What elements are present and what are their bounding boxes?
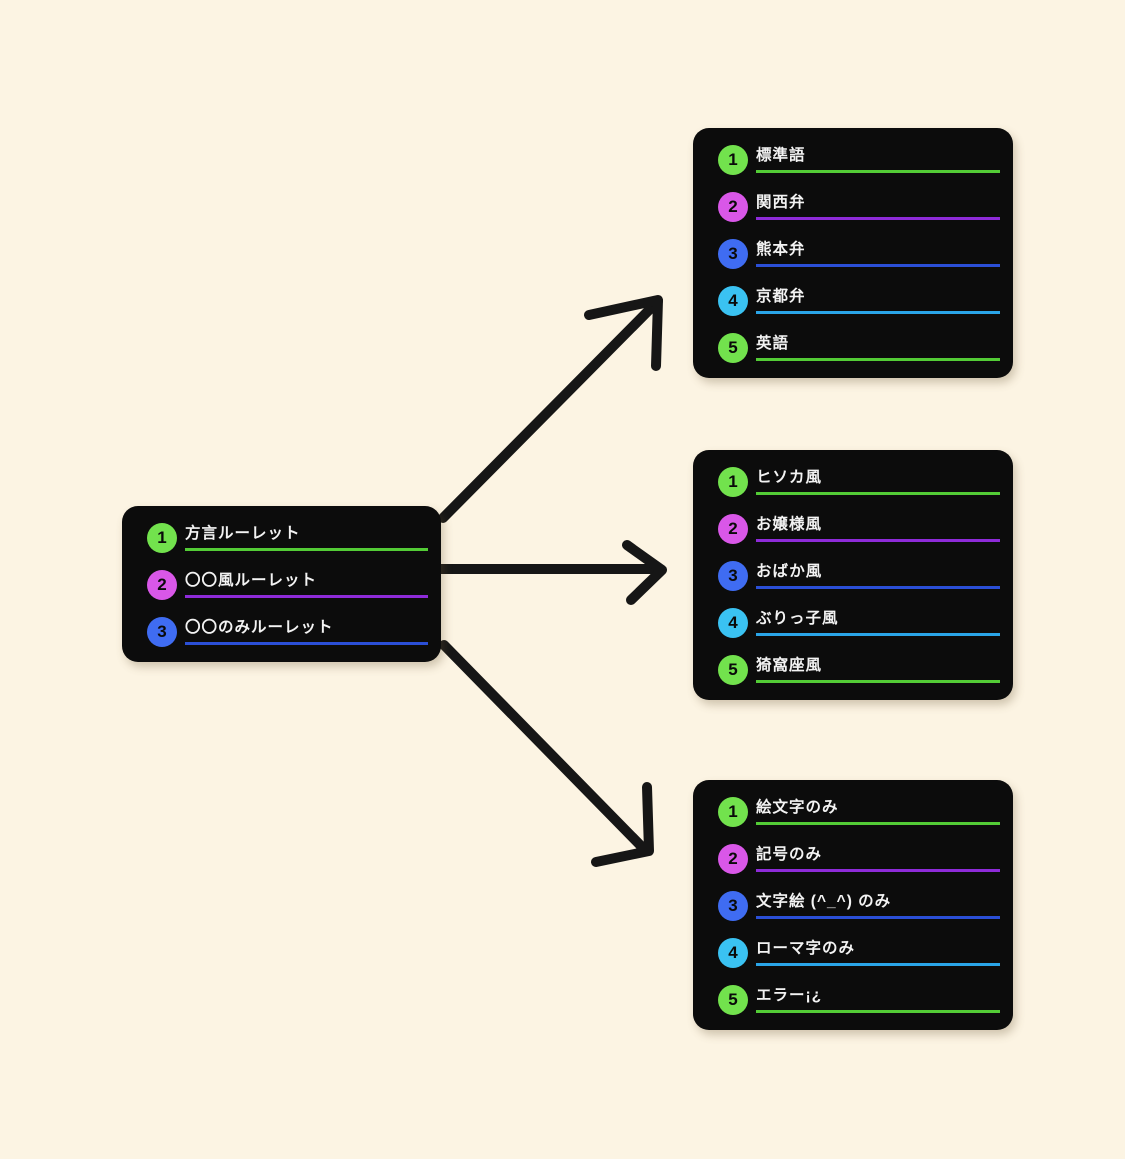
item-underline: 記号のみ xyxy=(756,845,1000,872)
node-roulette-menu[interactable]: 1 方言ルーレット 2 〇〇風ルーレット 3 〇〇のみルーレット xyxy=(122,506,441,662)
item-underline: エラー¡¿ xyxy=(756,986,1000,1013)
number-badge: 5 xyxy=(718,332,748,363)
list-item: 5 エラー¡¿ xyxy=(718,976,1000,1023)
item-label: 英語 xyxy=(756,335,790,352)
item-label: 熊本弁 xyxy=(756,241,806,258)
number-badge: 4 xyxy=(718,285,748,316)
item-underline: 文字絵 (^_^) のみ xyxy=(756,892,1000,919)
number-badge: 3 xyxy=(718,890,748,921)
item-label: ぶりっ子風 xyxy=(756,610,839,627)
number-badge: 2 xyxy=(718,843,748,874)
number-badge: 3 xyxy=(147,616,177,647)
item-underline: 京都弁 xyxy=(756,287,1000,314)
item-underline: 猗窩座風 xyxy=(756,656,1000,683)
item-underline: 〇〇のみルーレット xyxy=(185,618,428,645)
number-badge: 4 xyxy=(718,937,748,968)
list-item: 1 ヒソカ風 xyxy=(718,458,1000,505)
item-label: 猗窩座風 xyxy=(756,657,823,674)
item-label: おばか風 xyxy=(756,563,823,580)
item-label: 関西弁 xyxy=(756,194,806,211)
item-label: エラー¡¿ xyxy=(756,987,823,1004)
number-badge: 2 xyxy=(718,513,748,544)
item-underline: 関西弁 xyxy=(756,193,1000,220)
node-dialect-options[interactable]: 1 標準語 2 関西弁 3 熊本弁 4 京都弁 5 英語 xyxy=(693,128,1013,378)
number-badge: 4 xyxy=(718,607,748,638)
item-label: 〇〇風ルーレット xyxy=(185,572,318,589)
arrow-to-only[interactable] xyxy=(439,640,654,867)
list-item: 5 猗窩座風 xyxy=(718,646,1000,693)
item-underline: 熊本弁 xyxy=(756,240,1000,267)
number-badge: 1 xyxy=(147,522,177,553)
item-underline: おばか風 xyxy=(756,562,1000,589)
list-item: 1 絵文字のみ xyxy=(718,788,1000,835)
list-item: 2 お嬢様風 xyxy=(718,505,1000,552)
list-item: 2 記号のみ xyxy=(718,835,1000,882)
list-item: 3 文字絵 (^_^) のみ xyxy=(718,882,1000,929)
node-only-options[interactable]: 1 絵文字のみ 2 記号のみ 3 文字絵 (^_^) のみ 4 ローマ字のみ 5… xyxy=(693,780,1013,1030)
item-underline: ローマ字のみ xyxy=(756,939,1000,966)
list-item: 3 〇〇のみルーレット xyxy=(147,608,428,655)
item-underline: ヒソカ風 xyxy=(756,468,1000,495)
arrow-to-styles[interactable] xyxy=(436,540,667,605)
item-underline: 英語 xyxy=(756,334,1000,361)
item-label: 標準語 xyxy=(756,147,806,164)
number-badge: 1 xyxy=(718,144,748,175)
list-item: 4 ぶりっ子風 xyxy=(718,599,1000,646)
number-badge: 5 xyxy=(718,984,748,1015)
item-label: 文字絵 (^_^) のみ xyxy=(756,893,892,910)
item-underline: お嬢様風 xyxy=(756,515,1000,542)
list-item: 1 方言ルーレット xyxy=(147,514,428,561)
node-style-options[interactable]: 1 ヒソカ風 2 お嬢様風 3 おばか風 4 ぶりっ子風 5 猗窩座風 xyxy=(693,450,1013,700)
number-badge: 1 xyxy=(718,796,748,827)
item-label: ローマ字のみ xyxy=(756,940,856,957)
item-underline: ぶりっ子風 xyxy=(756,609,1000,636)
number-badge: 3 xyxy=(718,560,748,591)
arrow-to-dialects[interactable] xyxy=(438,295,663,523)
list-item: 5 英語 xyxy=(718,324,1000,371)
item-label: 〇〇のみルーレット xyxy=(185,619,334,636)
list-item: 3 おばか風 xyxy=(718,552,1000,599)
list-item: 2 〇〇風ルーレット xyxy=(147,561,428,608)
item-underline: 〇〇風ルーレット xyxy=(185,571,428,598)
item-label: 方言ルーレット xyxy=(185,525,301,542)
item-label: 京都弁 xyxy=(756,288,806,305)
item-label: ヒソカ風 xyxy=(756,469,823,486)
item-underline: 絵文字のみ xyxy=(756,798,1000,825)
list-item: 2 関西弁 xyxy=(718,183,1000,230)
list-item: 1 標準語 xyxy=(718,136,1000,183)
item-label: 記号のみ xyxy=(756,846,823,863)
list-item: 4 京都弁 xyxy=(718,277,1000,324)
number-badge: 3 xyxy=(718,238,748,269)
list-item: 4 ローマ字のみ xyxy=(718,929,1000,976)
number-badge: 2 xyxy=(147,569,177,600)
item-label: 絵文字のみ xyxy=(756,799,839,816)
item-underline: 標準語 xyxy=(756,146,1000,173)
number-badge: 1 xyxy=(718,466,748,497)
number-badge: 5 xyxy=(718,654,748,685)
number-badge: 2 xyxy=(718,191,748,222)
item-underline: 方言ルーレット xyxy=(185,524,428,551)
list-item: 3 熊本弁 xyxy=(718,230,1000,277)
item-label: お嬢様風 xyxy=(756,516,823,533)
